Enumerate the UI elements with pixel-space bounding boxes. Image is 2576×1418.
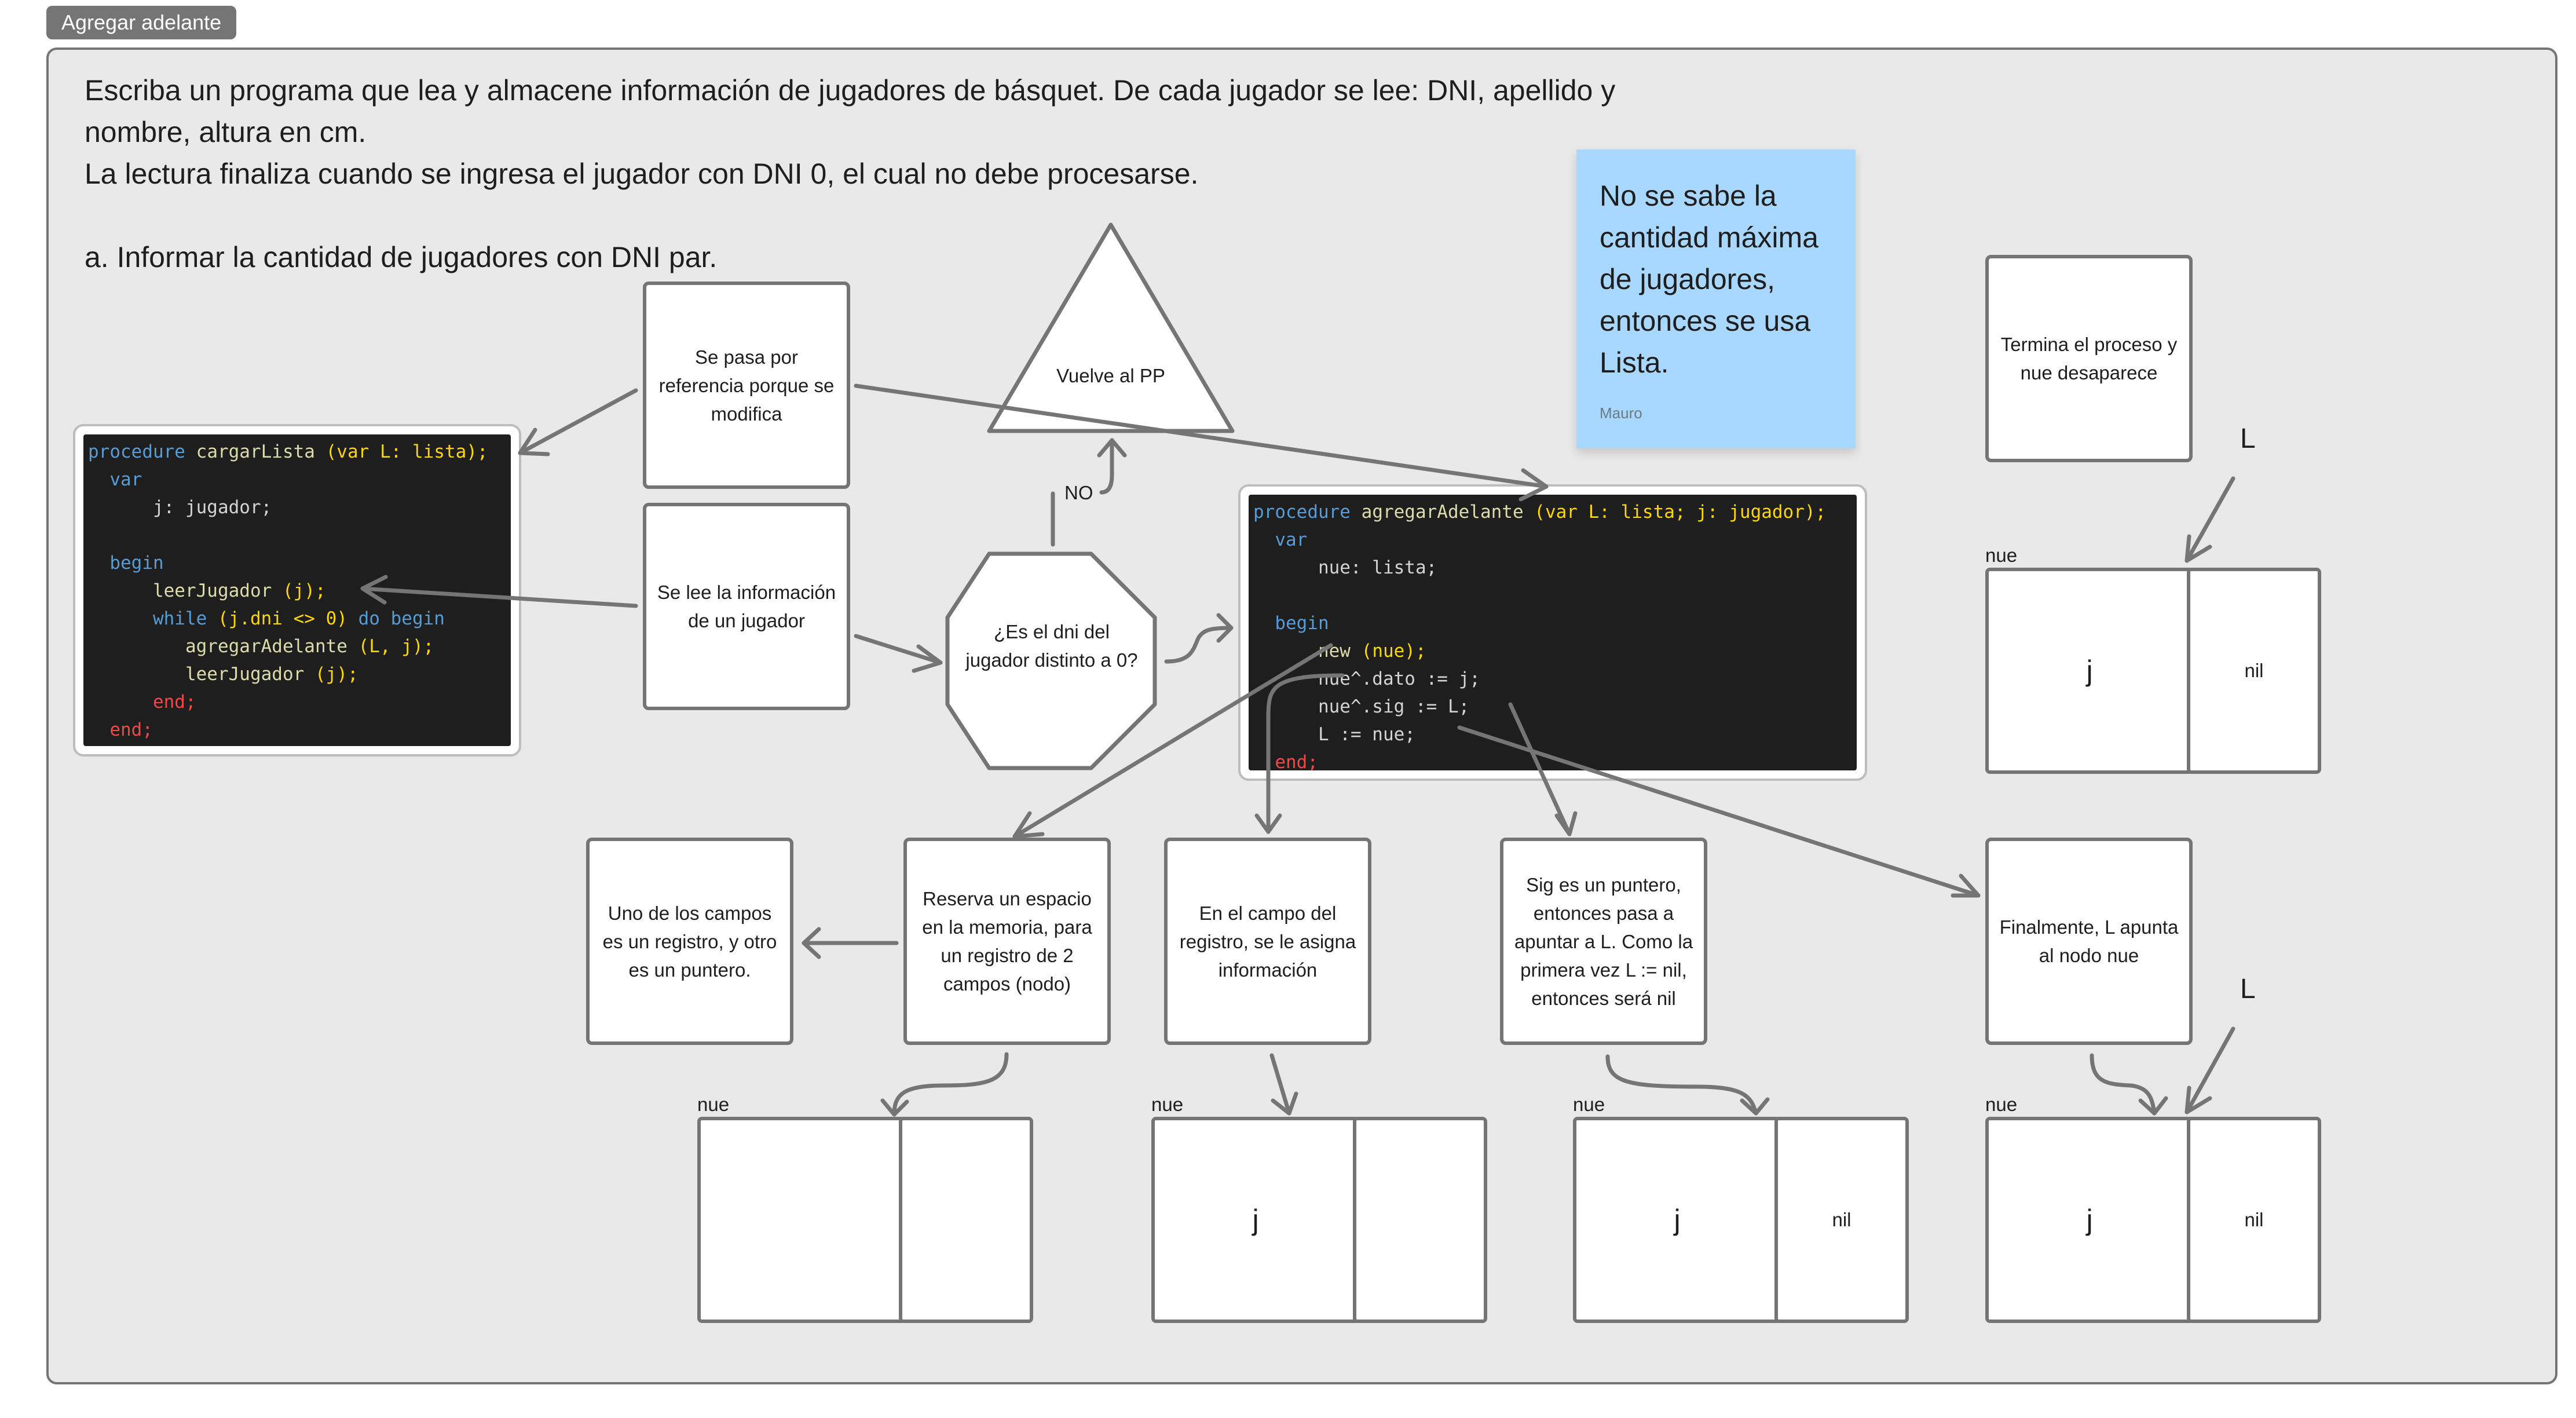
arrow-L-bottom: [2185, 1026, 2235, 1114]
statement-line: nombre, altura en cm.: [85, 116, 367, 148]
arrow-head: [1554, 811, 1578, 836]
arrow-head: [1097, 438, 1127, 458]
code-cargar-lista: procedure cargarLista (var L: lista); va…: [73, 424, 521, 756]
arrow-L-top: [2185, 476, 2235, 563]
agregar-adelante-button[interactable]: Agregar adelante: [46, 6, 237, 39]
note-finalmente: Finalmente, L apunta al nodo nue: [1985, 838, 2193, 1045]
node-dato-cell: [697, 1117, 906, 1323]
octagon-label: ¿Es el dni del jugador distinto a 0?: [965, 621, 1138, 671]
arrow-octagon-agregar: [1164, 626, 1234, 664]
arrow-new-reserva: [1012, 643, 1333, 839]
statement-task: a. Informar la cantidad de jugadores con…: [85, 241, 718, 273]
node-dato-cell: j: [1151, 1117, 1360, 1323]
note-reserva: Reserva un espacio en la memoria, para u…: [903, 838, 1111, 1045]
octagon-shape: [945, 551, 1157, 770]
arrow-lee-octagon: [854, 634, 943, 665]
node-dato-cell: j: [1985, 568, 2194, 774]
arrow-sig-note: [1508, 702, 1572, 836]
triangle-label: Vuelve al PP: [1056, 365, 1165, 386]
arrow-referencia-agregar: [854, 383, 1549, 489]
nue-label: nue: [1151, 1094, 1184, 1115]
code-agregar-adelante: procedure agregarAdelante (var L: lista;…: [1238, 484, 1867, 781]
nue-label: nue: [697, 1094, 730, 1115]
L-label: L: [2240, 974, 2256, 1004]
arrow-head: [1012, 811, 1045, 839]
arrow-head: [2138, 1096, 2168, 1116]
sticky-text: No se sabe la cantidad máxima de jugador…: [1600, 180, 1818, 379]
arrow-head: [1740, 1097, 1770, 1116]
node-sig-cell: [899, 1117, 1033, 1323]
no-label: NO: [1064, 482, 1093, 503]
arrow-referencia-cargar: [518, 388, 638, 455]
arrow-head: [360, 575, 388, 605]
arrow-l-finalmente: [1457, 725, 1981, 898]
node-sig-cell: nil: [1774, 1117, 1909, 1323]
arrow-head: [912, 644, 943, 673]
triangle-shape: [987, 222, 1235, 433]
arrow-finalmente-node: [2090, 1053, 2157, 1116]
arrow-head: [1271, 1091, 1298, 1116]
arrow-dato-campo: [1266, 673, 1345, 834]
nue-label: nue: [1985, 1094, 2018, 1115]
arrow-head: [1254, 813, 1282, 834]
note-referencia: Se pasa por referencia porque se modific…: [643, 282, 850, 489]
arrow-head: [2185, 1086, 2212, 1114]
arrow-lee-leer: [360, 586, 638, 608]
node-sig-cell: [1353, 1117, 1487, 1323]
arrow-campo-node: [1269, 1053, 1291, 1116]
arrow-no-triangle: [1099, 438, 1114, 495]
arrow-head: [1951, 874, 1981, 898]
arrow-head: [1518, 468, 1549, 502]
arrow-head: [880, 1098, 909, 1117]
node-sig-cell: nil: [2187, 1117, 2321, 1323]
note-termina: Termina el proceso y nue desaparece: [1985, 255, 2193, 462]
node-sig-cell: nil: [2187, 568, 2321, 774]
node-dato-cell: j: [1985, 1117, 2194, 1323]
note-campos: Uno de los campos es un registro, y otro…: [586, 838, 793, 1045]
node-dato-cell: j: [1573, 1117, 1781, 1323]
note-sig-puntero: Sig es un puntero, entonces pasa a apunt…: [1500, 838, 1707, 1045]
sticky-author: Mauro: [1600, 404, 1642, 422]
arrow-head: [518, 427, 550, 456]
L-label: L: [2240, 423, 2256, 454]
nue-label: nue: [1573, 1094, 1605, 1115]
problem-statement: Escriba un programa que lea y almacene i…: [85, 70, 1706, 278]
nue-label: nue: [1985, 544, 2018, 566]
sticky-note: No se sabe la cantidad máxima de jugador…: [1576, 149, 1856, 448]
arrow-head: [2185, 534, 2212, 563]
arrow-sig-node: [1605, 1054, 1758, 1116]
note-lee-jugador: Se lee la información de un jugador: [643, 503, 850, 710]
statement-line: La lectura finaliza cuando se ingresa el…: [85, 158, 1199, 190]
arrow-reserva-node: [892, 1052, 1009, 1117]
arrow-head: [1216, 613, 1234, 643]
statement-line: Escriba un programa que lea y almacene i…: [85, 74, 1616, 107]
arrow-head: [802, 927, 821, 959]
note-campo-registro: En el campo del registro, se le asigna i…: [1164, 838, 1371, 1045]
